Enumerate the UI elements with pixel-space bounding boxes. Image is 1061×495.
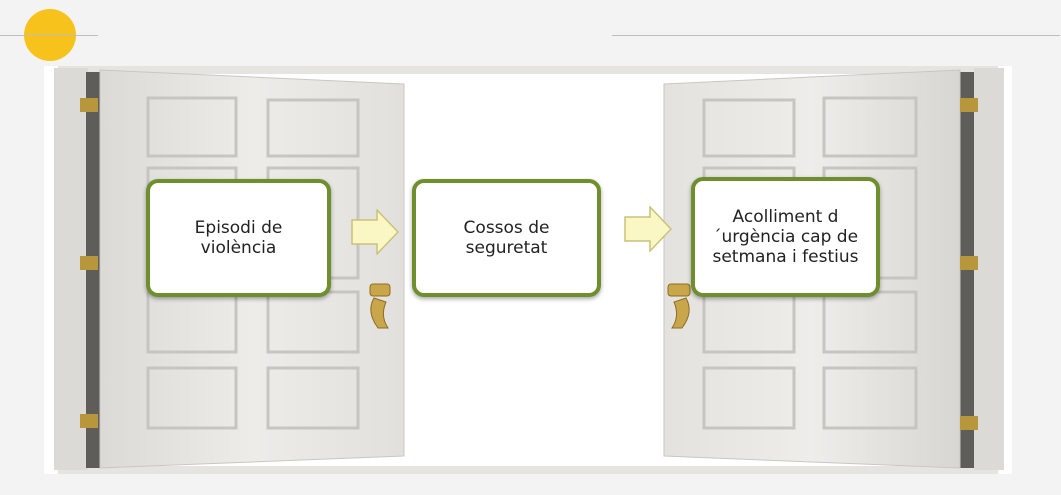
header-rule-left: [0, 35, 98, 36]
right-arrow-icon: [351, 209, 399, 255]
step-box-acolliment: Acolliment d´urgència cap de setmana i f…: [691, 177, 880, 297]
step-label: Episodi de violència: [194, 218, 283, 258]
step-box-episodi: Episodi de violència: [146, 179, 331, 297]
step-box-cossos: Cossos de seguretat: [412, 179, 601, 297]
right-arrow-icon: [624, 206, 672, 252]
step-label: Cossos de seguretat: [463, 218, 550, 258]
header-rule-right: [612, 35, 1060, 36]
step-label: Acolliment d´urgència cap de setmana i f…: [712, 207, 859, 267]
